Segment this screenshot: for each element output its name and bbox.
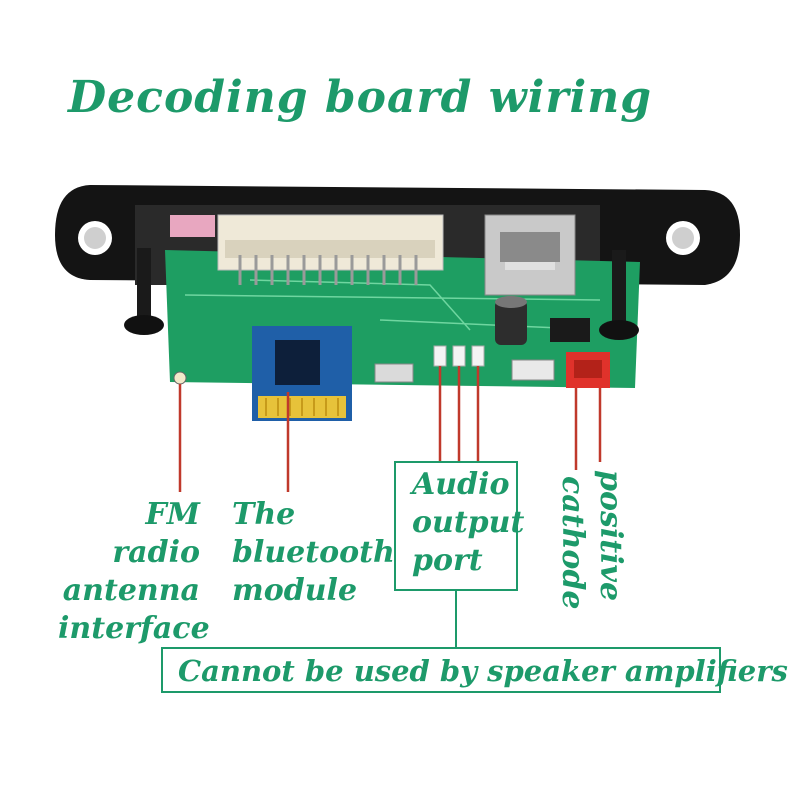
card-slot <box>170 215 215 237</box>
audio-output-label: Audio output port <box>412 466 524 580</box>
mounting-posts <box>124 248 639 340</box>
fm-label-line: radio <box>112 535 200 570</box>
ic-chip <box>550 318 590 342</box>
bt-label-line: bluetooth <box>232 535 395 570</box>
fm-label-line: interface <box>58 611 210 646</box>
bluetooth-module-label: The bluetooth module <box>232 496 395 610</box>
audio-label-line: Audio <box>412 467 510 502</box>
positive-label: positive <box>593 470 628 602</box>
audio-label-line: port <box>412 543 483 578</box>
ir-header <box>511 359 555 381</box>
antenna-pad <box>173 371 187 385</box>
usb-port <box>484 214 576 296</box>
capacitor <box>495 296 527 345</box>
warning-box <box>161 647 721 693</box>
fm-antenna-label: FM radio antenna interface <box>58 496 210 648</box>
fm-label-line: antenna <box>62 573 200 608</box>
small-header <box>374 363 414 383</box>
fm-label-line: FM <box>145 497 200 532</box>
audio-label-line: output <box>412 505 525 540</box>
main-connector <box>217 214 444 285</box>
amplifier-warning-text: Cannot be used by speaker amplifiers <box>178 654 788 688</box>
bt-label-line: module <box>232 573 358 608</box>
bt-label-line: The <box>232 497 296 532</box>
power-connector <box>566 352 610 388</box>
cathode-label: cathode <box>555 476 590 610</box>
page-title: Decoding board wiring <box>68 72 652 123</box>
audio-output-pins <box>433 345 485 367</box>
leader-lines <box>178 366 602 492</box>
bluetooth-module <box>252 326 352 421</box>
